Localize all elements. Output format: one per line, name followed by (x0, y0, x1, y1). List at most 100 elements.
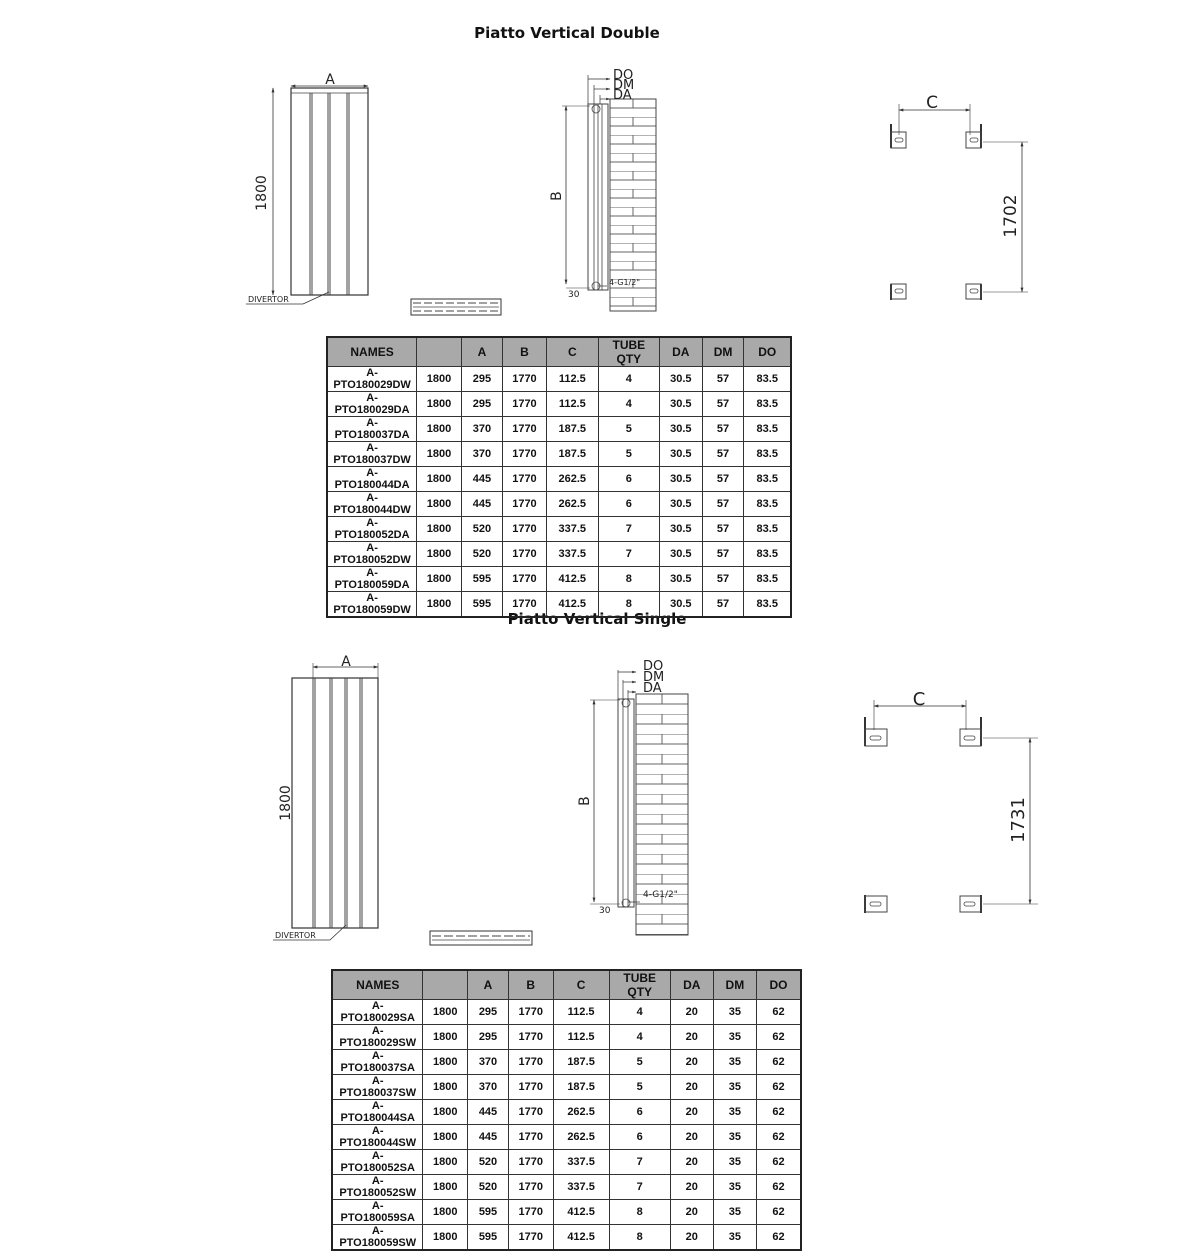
divertor-label: DIVERTOR (248, 295, 289, 304)
model-name-cell: A-PTO180037SW (331, 1074, 424, 1100)
table-cell: 20 (669, 1124, 714, 1150)
table-cell: 7 (608, 1174, 671, 1200)
table-cell: 83.5 (743, 441, 792, 467)
table-cell: 412.5 (552, 1199, 610, 1225)
table-cell: 1770 (507, 1174, 554, 1200)
single-front-view: A 1800 DIVERTOR (273, 654, 379, 941)
table-cell: 337.5 (552, 1174, 610, 1200)
table-cell: 30.5 (659, 541, 703, 567)
model-name-cell: A-PTO180029DW (326, 366, 418, 392)
table-cell: 20 (669, 1149, 714, 1175)
table-cell: 1800 (416, 566, 462, 592)
table-cell: 370 (460, 441, 503, 467)
double-bracket-view: C 1702 (890, 93, 1028, 300)
table-cell: 1770 (507, 1074, 554, 1100)
table-cell: 1800 (416, 366, 462, 392)
table-cell: 1800 (416, 466, 462, 492)
table-cell: 1800 (416, 541, 462, 567)
radiator-outline (291, 677, 379, 929)
table-cell: 5 (597, 441, 661, 467)
table-cell: 187.5 (545, 441, 599, 467)
column-header: DO (756, 969, 802, 1000)
table-cell: 1770 (501, 366, 547, 392)
table-cell: 1770 (507, 1099, 554, 1125)
table-cell: 1800 (422, 1024, 469, 1050)
column-header: DA (659, 336, 703, 367)
table-cell: 20 (669, 1224, 714, 1251)
table-cell: 445 (467, 1124, 509, 1150)
model-name-cell: A-PTO180044SW (331, 1124, 424, 1150)
model-name-cell: A-PTO180059SA (331, 1199, 424, 1225)
dim-b-label: B (549, 191, 565, 201)
table-cell: 35 (712, 999, 758, 1025)
table-cell: 83.5 (743, 491, 792, 517)
table-cell: 412.5 (545, 591, 599, 618)
single-bracket-view: C 1731 (864, 689, 1038, 913)
table-cell: 1770 (507, 1049, 554, 1075)
table-cell: 187.5 (552, 1049, 610, 1075)
table-cell: 30.5 (659, 391, 703, 417)
column-header (416, 336, 462, 367)
thread-label: 4-G1/2" (643, 890, 678, 900)
table-cell: 6 (608, 1099, 671, 1125)
model-name-cell: A-PTO180044DA (326, 466, 418, 492)
table-cell: 20 (669, 999, 714, 1025)
column-header: NAMES (326, 336, 418, 367)
dim-a-label: A (325, 72, 335, 88)
model-name-cell: A-PTO180037DA (326, 416, 418, 442)
table-cell: 1800 (422, 1174, 469, 1200)
table-cell: 1770 (507, 1149, 554, 1175)
table-cell: 57 (701, 466, 745, 492)
table-cell: 520 (467, 1174, 509, 1200)
table-cell: 295 (460, 366, 503, 392)
table-cell: 1770 (501, 466, 547, 492)
table-cell: 62 (756, 1024, 802, 1050)
table-cell: 262.5 (545, 491, 599, 517)
table-cell: 20 (669, 1199, 714, 1225)
column-header: A (467, 969, 509, 1000)
model-name-cell: A-PTO180029SW (331, 1024, 424, 1050)
table-cell: 35 (712, 1124, 758, 1150)
table-cell: 62 (756, 1149, 802, 1175)
dim-b-label: B (577, 796, 593, 806)
table-cell: 1770 (501, 566, 547, 592)
table-cell: 57 (701, 441, 745, 467)
model-name-cell: A-PTO180052SA (331, 1149, 424, 1175)
table-cell: 35 (712, 1149, 758, 1175)
table-cell: 445 (460, 491, 503, 517)
table-cell: 595 (467, 1224, 509, 1251)
model-name-cell: A-PTO180052DA (326, 516, 418, 542)
table-cell: 1800 (416, 591, 462, 618)
table-cell: 30.5 (659, 591, 703, 618)
table-cell: 1770 (501, 391, 547, 417)
table-cell: 20 (669, 1174, 714, 1200)
dim-dm-label: DM (613, 78, 634, 93)
table-cell: 337.5 (552, 1149, 610, 1175)
table-cell: 1770 (501, 491, 547, 517)
column-header: A (460, 336, 503, 367)
table-cell: 1800 (416, 516, 462, 542)
table-cell: 57 (701, 591, 745, 618)
table-cell: 6 (608, 1124, 671, 1150)
table-cell: 8 (608, 1224, 671, 1251)
table-cell: 1800 (422, 1049, 469, 1075)
dim-do-label: DO (613, 68, 633, 83)
table-cell: 1770 (507, 1124, 554, 1150)
model-name-cell: A-PTO180044DW (326, 491, 418, 517)
table-cell: 57 (701, 391, 745, 417)
section-title-double: Piatto Vertical Double (474, 24, 660, 42)
dim-30-label: 30 (568, 290, 580, 300)
table-cell: 35 (712, 1199, 758, 1225)
